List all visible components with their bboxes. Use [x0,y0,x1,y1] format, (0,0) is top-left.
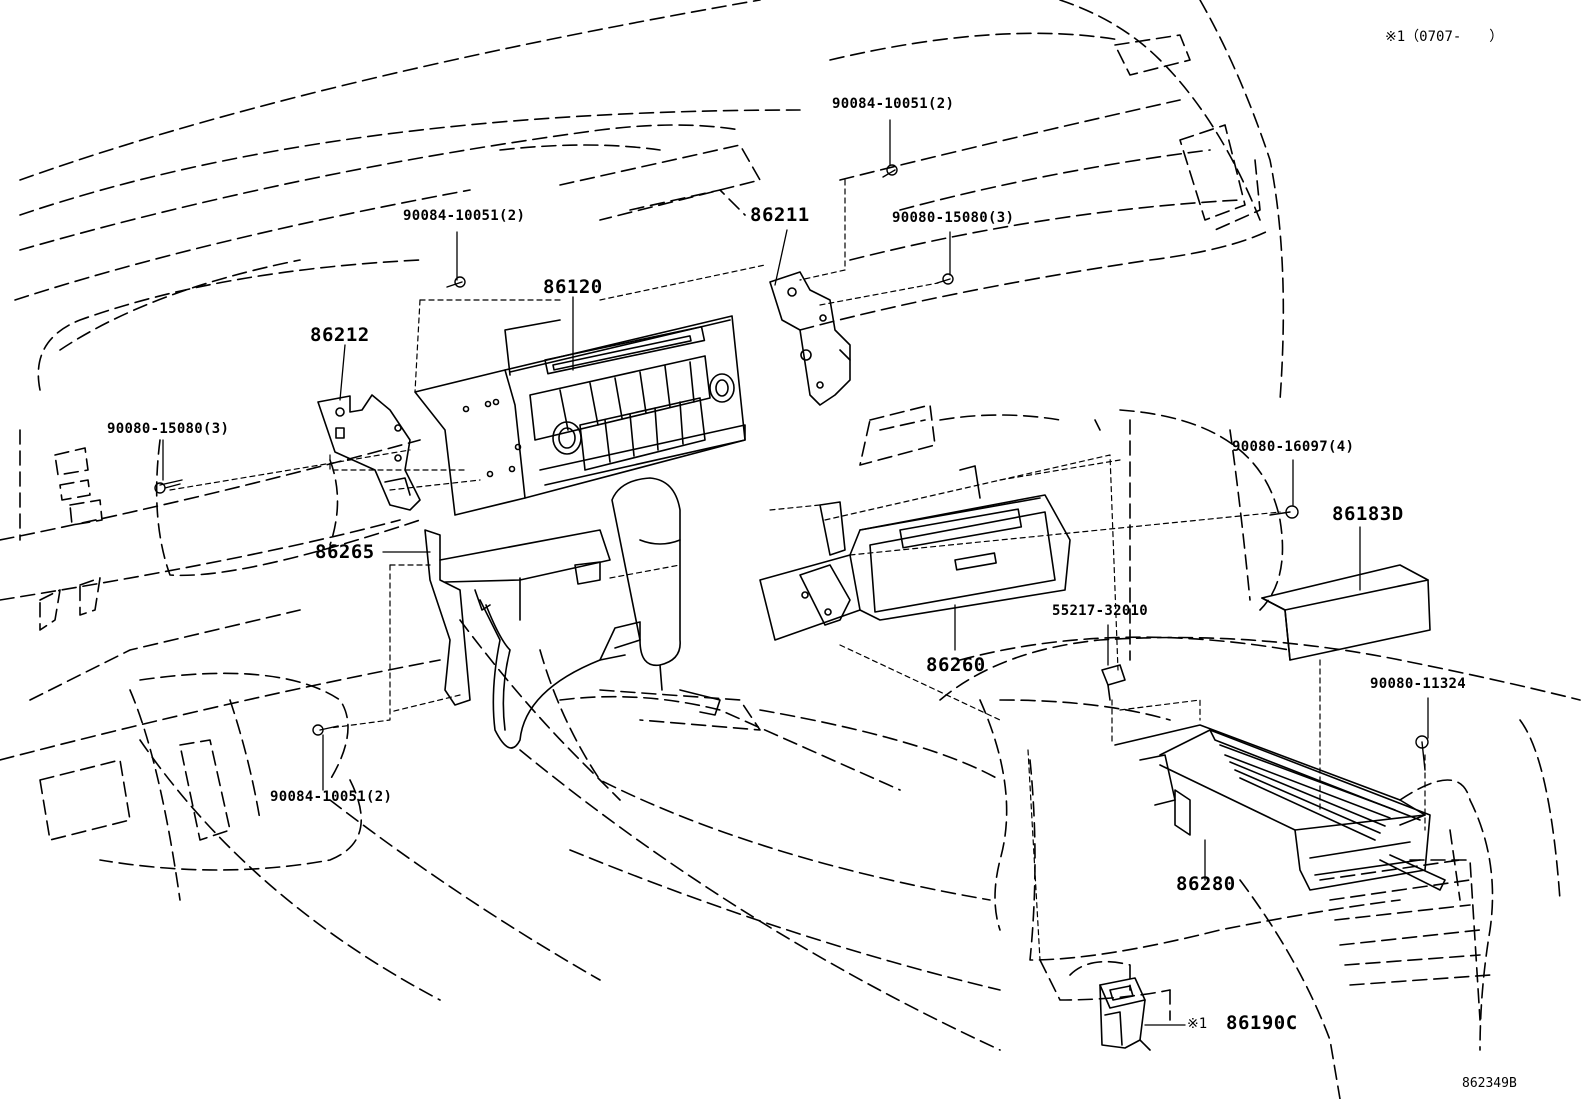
label-86280: 86280 [1176,873,1236,895]
label-55217-32010: 55217-32010 [1052,603,1149,619]
lower-trim [20,430,230,840]
label-90080-16097: 90080-16097(4) [1232,439,1355,455]
label-86212: 86212 [310,324,370,346]
bolts [155,165,1428,770]
label-86260: 86260 [926,654,986,676]
cd-changer [760,466,1070,640]
illustration-code: 862349B [1462,1076,1517,1091]
label-mark-1: ※1 [1187,1016,1208,1032]
bracket-left [318,395,420,510]
label-86183d: 86183D [1332,503,1404,525]
shift-lever [600,478,760,730]
revision-note: ※1（0707- ） [1385,29,1504,45]
label-90080-15080-right: 90080-15080(3) [892,210,1015,226]
leader-lines [163,120,1428,1025]
radio-head-unit [415,316,745,515]
switch-86190c [1100,978,1150,1050]
amplifier-86280 [1115,725,1445,890]
bracket-right [770,272,850,405]
clip-55217 [1102,665,1125,700]
label-86211: 86211 [750,204,810,226]
bracket-86265 [425,530,640,748]
label-86190c: 86190C [1226,1012,1298,1034]
assembly-lines [170,180,1425,960]
label-86265: 86265 [315,541,375,563]
label-90084-10051-left: 90084-10051(2) [403,208,526,224]
cover-86183d [1262,565,1430,660]
label-90080-11324: 90080-11324 [1370,676,1467,692]
label-86120: 86120 [543,276,603,298]
label-90084-10051-top: 90084-10051(2) [832,96,955,112]
label-90084-10051-bottom: 90084-10051(2) [270,789,393,805]
label-90080-15080-left: 90080-15080(3) [107,421,230,437]
